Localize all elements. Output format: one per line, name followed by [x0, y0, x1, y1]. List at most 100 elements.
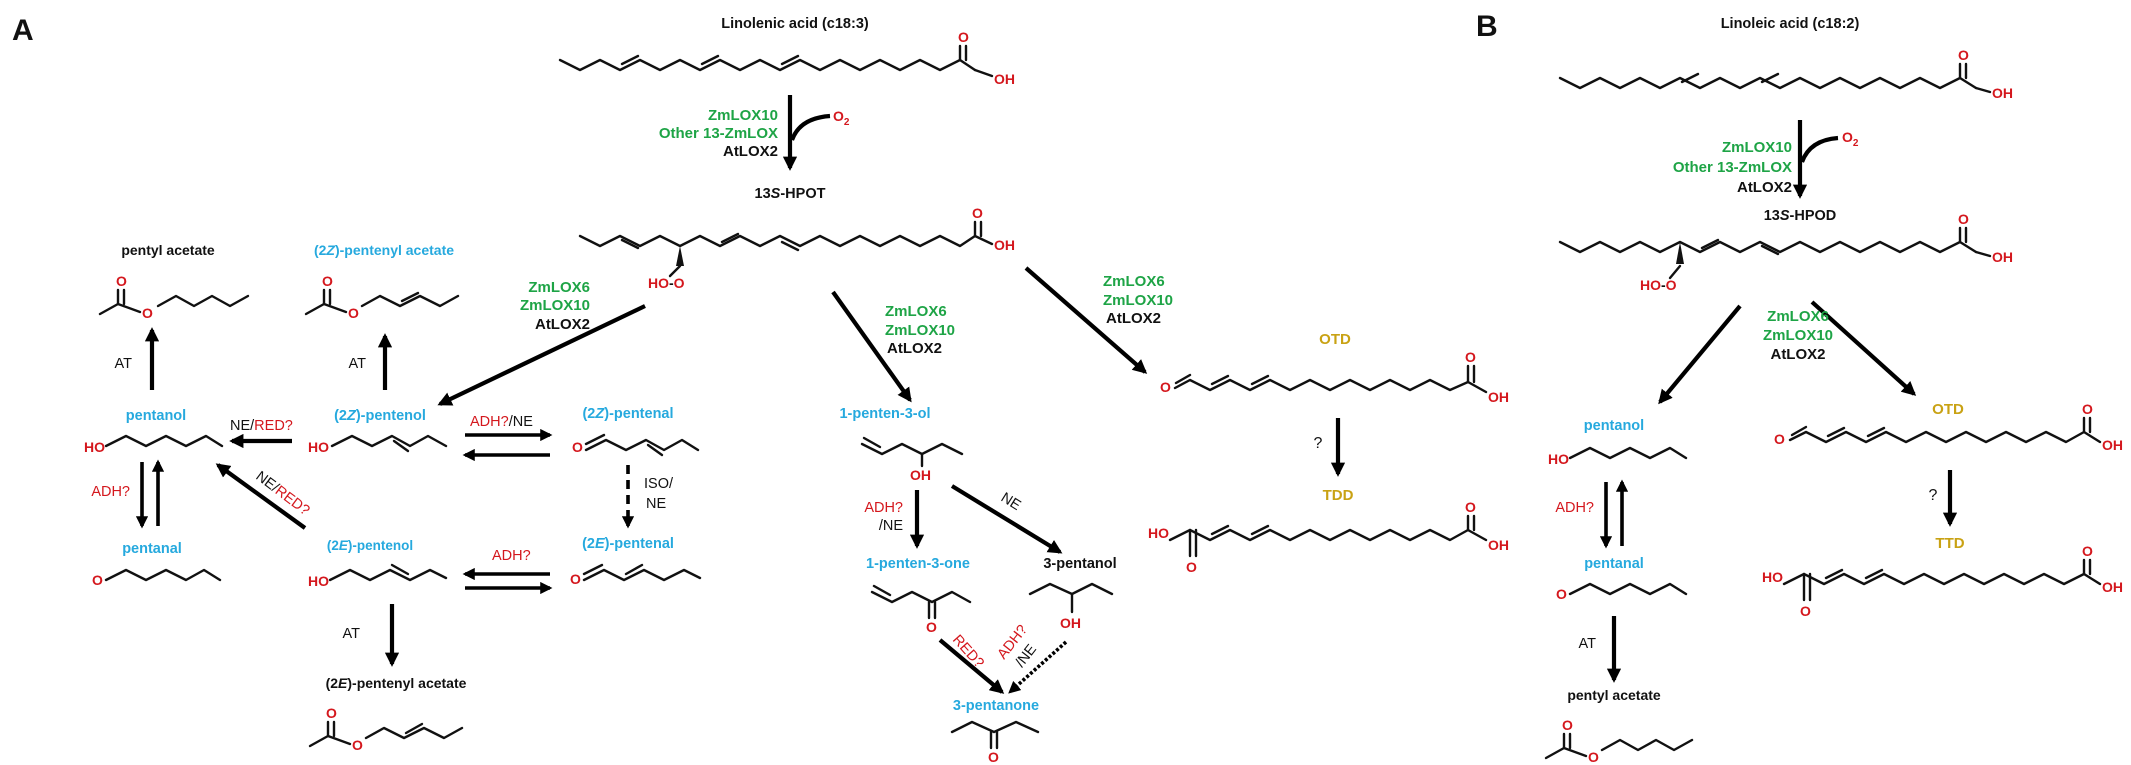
pentyl-acetate-structure-b: O O: [1544, 717, 1694, 765]
ttd-ho: HO: [1762, 569, 1783, 585]
ttd-left-o: O: [1800, 603, 1811, 619]
arrow-to-z-pentenol: [437, 304, 646, 406]
enzyme-zmlox10-b1: ZmLOX10: [1722, 139, 1792, 156]
enzyme-zmlox10-a1: ZmLOX10: [708, 107, 778, 124]
at-label-a2: AT: [349, 356, 367, 372]
3pentanol-label: 3-pentanol: [1043, 556, 1116, 572]
at-label-a3: AT: [343, 626, 361, 642]
e-pentenal-o: O: [570, 571, 581, 587]
otd-label-a: OTD: [1319, 331, 1351, 348]
e-pentenyl-acetate-structure: O O: [308, 705, 464, 753]
arrow-e-pentenol-to-pentanol: [215, 463, 307, 530]
z-pentenal-label: (2Z)-pentenal: [582, 406, 673, 422]
penten3ol-label: 1-penten-3-ol: [839, 406, 930, 422]
lox-arrow-a: O2: [782, 95, 850, 171]
hpod-oh: OH: [1992, 249, 2013, 265]
penten3one-structure: O: [870, 584, 972, 635]
tdd-oh: OH: [1488, 537, 1509, 553]
linoleic-carbonyl-o: O: [1958, 47, 1969, 63]
arrow-to-pentanol-b: [1658, 304, 1742, 405]
enzyme-atlox2-al: AtLOX2: [535, 316, 590, 333]
ttd-right-o: O: [2082, 543, 2093, 559]
pentanol-structure-a: HO: [84, 434, 224, 455]
enzyme-atlox2-a1: AtLOX2: [723, 143, 778, 160]
hpot-oh: OH: [994, 237, 1015, 253]
enzyme-zmlox6-b2: ZmLOX6: [1767, 308, 1829, 325]
linoleic-oh: OH: [1992, 85, 2013, 101]
enzyme-zmlox6-am: ZmLOX6: [885, 303, 947, 320]
hpot-label: 13S-HPOT: [755, 186, 826, 202]
at-label-a1: AT: [115, 356, 133, 372]
otd-structure-b: O O OH: [1774, 401, 2123, 453]
iso-ne-label: NE: [646, 496, 666, 512]
enzyme-atlox2-ar: AtLOX2: [1106, 310, 1161, 327]
arrow-to-otd: [1024, 266, 1148, 374]
pentyl-acetate-label-b: pentyl acetate: [1567, 687, 1661, 703]
lox-arrow-b: O2: [1792, 120, 1859, 199]
pa-a-o2: O: [142, 305, 153, 321]
linolenic-acid-structure: O OH: [558, 29, 1015, 87]
otd-carbonyl-o: O: [1465, 349, 1476, 365]
z-pentenyl-acetate-label: (2Z)-pentenyl acetate: [314, 242, 454, 258]
otd-aldehyde-o: O: [1160, 379, 1171, 395]
e-pentenol-ho: HO: [308, 573, 329, 589]
tdd-ho: HO: [1148, 525, 1169, 541]
tdd-left-o: O: [1186, 559, 1197, 575]
pa-b-o2: O: [1588, 749, 1599, 765]
z-pentenol-ho: HO: [308, 439, 329, 455]
arrow-to-otd-b: [1810, 300, 1917, 396]
pentanol-a-ho: HO: [84, 439, 105, 455]
linolenic-oh: OH: [994, 71, 1015, 87]
question-b: ?: [1929, 487, 1938, 504]
adh-label-av: ADH?: [864, 500, 903, 516]
z-pentenal-o: O: [572, 439, 583, 455]
arrow-penten3ol-to-3pentanol: [950, 484, 1063, 554]
z-pentenal-structure: O: [572, 433, 700, 457]
enzyme-atlox2-am: AtLOX2: [887, 340, 942, 357]
e-pentenal-structure: O: [570, 563, 702, 587]
z-pentenol-label: (2Z)-pentenol: [334, 408, 426, 424]
enzyme-zmlox6-al: ZmLOX6: [528, 279, 590, 296]
arrow-3pentanol-to-pentanone: [1008, 640, 1068, 694]
hpod-structure: O OH HO-O: [1558, 211, 2013, 293]
e-pentenal-label: (2E)-pentenal: [582, 536, 674, 552]
enzyme-zmlox10-ar: ZmLOX10: [1103, 292, 1173, 309]
3pentanol-structure: OH: [1028, 582, 1114, 631]
pentanal-structure-b: O: [1556, 582, 1688, 602]
question-a: ?: [1314, 435, 1323, 452]
pa-a-o1: O: [116, 273, 127, 289]
3pentanone-o: O: [988, 749, 999, 765]
otd-label-b: OTD: [1932, 401, 1964, 418]
penten3ol-structure: OH: [860, 436, 964, 483]
adh-label-b: ADH?: [1555, 500, 1594, 516]
adh-label-a2: ADH?: [492, 548, 531, 564]
o2-label-b: O2: [1842, 129, 1859, 149]
panel-label-a: A: [12, 14, 34, 47]
enzyme-zmlox10-b2: ZmLOX10: [1763, 327, 1833, 344]
hpot-carbonyl-o: O: [972, 205, 983, 221]
panel-label-b: B: [1476, 10, 1498, 43]
linolenic-acid-label: Linolenic acid (c18:3): [721, 16, 869, 32]
iso-label: ISO/: [644, 476, 674, 492]
otd-b-aldehyde-o: O: [1774, 431, 1785, 447]
penten3one-o: O: [926, 619, 937, 635]
arrow-one-to-pentanone: [938, 638, 1005, 694]
pentanol-b-ho: HO: [1548, 451, 1569, 467]
otd-structure-a: O O OH: [1160, 349, 1509, 405]
adh-label-a1: ADH?: [91, 484, 130, 500]
hpod-carbonyl-o: O: [1958, 211, 1969, 227]
tdd-right-o: O: [1465, 499, 1476, 515]
arrow-to-penten3ol: [831, 290, 912, 403]
z-pentenyl-acetate-structure: O O: [304, 273, 460, 321]
epa-o1: O: [326, 705, 337, 721]
zpa-o1: O: [322, 273, 333, 289]
at-label-b: AT: [1579, 636, 1597, 652]
linolenic-carbonyl-o: O: [958, 29, 969, 45]
ne-label-diag: NE: [998, 490, 1024, 514]
3pentanone-label: 3-pentanone: [953, 698, 1039, 714]
epa-o2: O: [352, 737, 363, 753]
pentanal-structure-a: O: [92, 568, 222, 588]
enzyme-other13-b1: Other 13-ZmLOX: [1673, 159, 1792, 176]
enzyme-zmlox6-ar: ZmLOX6: [1103, 273, 1165, 290]
